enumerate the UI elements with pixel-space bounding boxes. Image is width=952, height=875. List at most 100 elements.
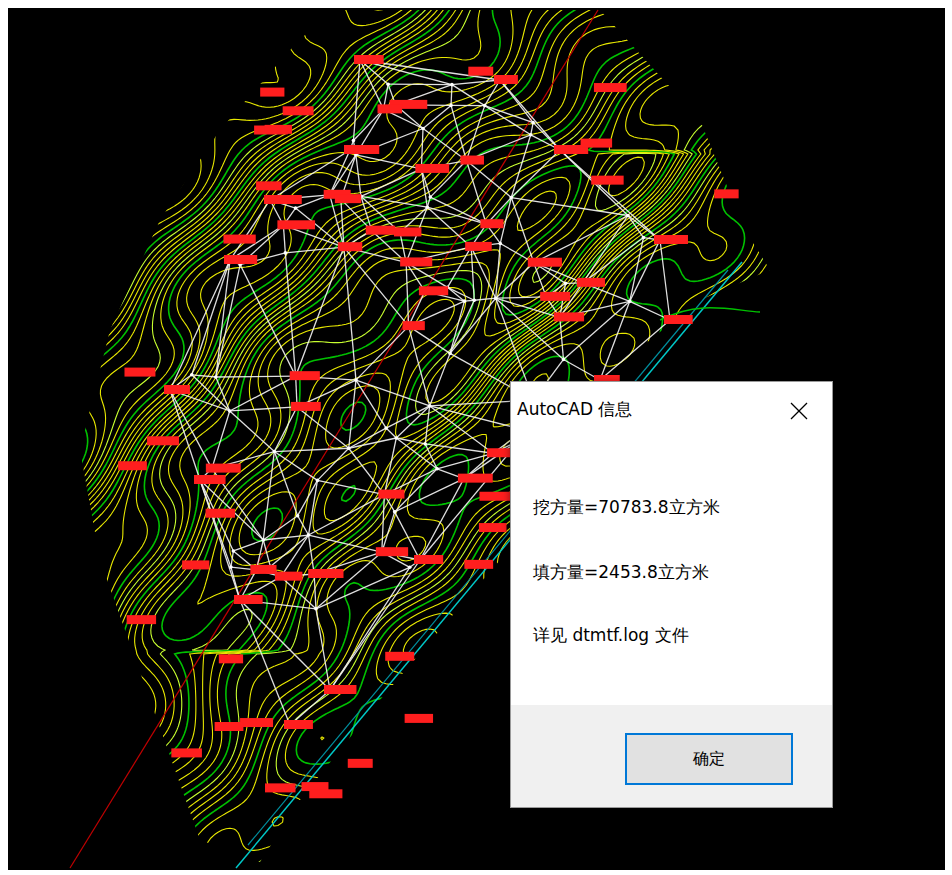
mesh-edge bbox=[274, 452, 317, 481]
contour-line bbox=[190, 0, 952, 875]
mesh-edge bbox=[230, 200, 270, 260]
mesh-edge bbox=[496, 297, 546, 298]
survey-point bbox=[232, 549, 236, 553]
elevation-tag bbox=[240, 718, 273, 727]
contour-line bbox=[87, 0, 952, 875]
contour-line bbox=[470, 328, 952, 875]
elevation-tag bbox=[494, 75, 518, 84]
contour-line bbox=[289, 97, 952, 875]
survey-point bbox=[314, 607, 318, 611]
survey-point bbox=[564, 282, 568, 286]
survey-point bbox=[494, 296, 498, 300]
contour-line bbox=[49, 0, 952, 875]
mesh-edge bbox=[386, 428, 396, 438]
mesh-edge bbox=[216, 260, 230, 377]
mesh-edge bbox=[200, 480, 263, 540]
contour-line bbox=[927, 856, 952, 875]
survey-point bbox=[483, 104, 487, 108]
mesh-edge bbox=[356, 380, 430, 406]
contour-line bbox=[869, 777, 952, 875]
elevation-tag bbox=[378, 490, 404, 499]
elevation-tag bbox=[264, 195, 302, 204]
mesh-edge bbox=[466, 106, 484, 161]
message-dialog: 确定AutoCAD 信息挖方量=70783.8立方米填方量=2453.8立方米详… bbox=[510, 381, 833, 808]
survey-point bbox=[448, 352, 452, 356]
contour-line bbox=[205, 0, 952, 875]
mesh-edge bbox=[531, 123, 533, 135]
elevation-tag bbox=[219, 654, 243, 663]
survey-point bbox=[296, 514, 300, 518]
mesh-edge bbox=[330, 150, 350, 195]
mesh-edge bbox=[192, 375, 216, 377]
survey-point bbox=[562, 358, 566, 362]
mesh-edge bbox=[388, 84, 452, 86]
mesh-edge bbox=[500, 80, 560, 150]
mesh-edge bbox=[263, 540, 270, 567]
mesh-edge bbox=[281, 577, 316, 609]
mesh-edge bbox=[430, 406, 493, 453]
mesh-edge bbox=[421, 169, 430, 197]
mesh-edge bbox=[447, 247, 471, 287]
mesh-edge bbox=[395, 479, 464, 512]
contour-line bbox=[123, 0, 952, 875]
mesh-edge bbox=[471, 247, 474, 300]
contour-line bbox=[113, 0, 952, 875]
mesh-edge bbox=[231, 551, 233, 567]
mesh-edge bbox=[471, 247, 496, 298]
close-icon bbox=[789, 401, 809, 421]
elevation-tag bbox=[400, 257, 432, 266]
survey-point bbox=[472, 298, 476, 302]
elevation-tag bbox=[124, 368, 155, 377]
survey-point bbox=[626, 214, 630, 218]
mesh-edge bbox=[170, 390, 212, 469]
survey-point bbox=[384, 426, 388, 430]
survey-point bbox=[531, 121, 535, 125]
mesh-edge bbox=[409, 291, 425, 326]
elevation-tag bbox=[468, 67, 493, 76]
contour-line bbox=[861, 762, 952, 875]
mesh-edge bbox=[630, 238, 644, 302]
mesh-edge bbox=[406, 262, 408, 326]
model-space bbox=[8, 8, 945, 870]
contour-line bbox=[251, 26, 952, 875]
elevation-tag bbox=[581, 139, 613, 148]
mesh-edge bbox=[263, 516, 297, 540]
survey-point bbox=[228, 409, 232, 413]
mesh-edge bbox=[420, 479, 464, 560]
mesh-edge bbox=[353, 109, 383, 140]
contour-line bbox=[158, 0, 952, 875]
mesh-edge bbox=[409, 326, 450, 353]
elevation-tag bbox=[405, 714, 433, 723]
mesh-edge bbox=[485, 106, 533, 123]
survey-point bbox=[273, 450, 277, 454]
elevation-tag bbox=[591, 176, 623, 185]
mesh-edge bbox=[296, 247, 344, 376]
contour-line bbox=[436, 241, 952, 875]
contour-line bbox=[486, 335, 952, 875]
elevation-tag bbox=[554, 312, 584, 321]
mesh-edge bbox=[421, 169, 427, 207]
mesh-edge bbox=[430, 197, 486, 224]
survey-point bbox=[425, 205, 429, 209]
